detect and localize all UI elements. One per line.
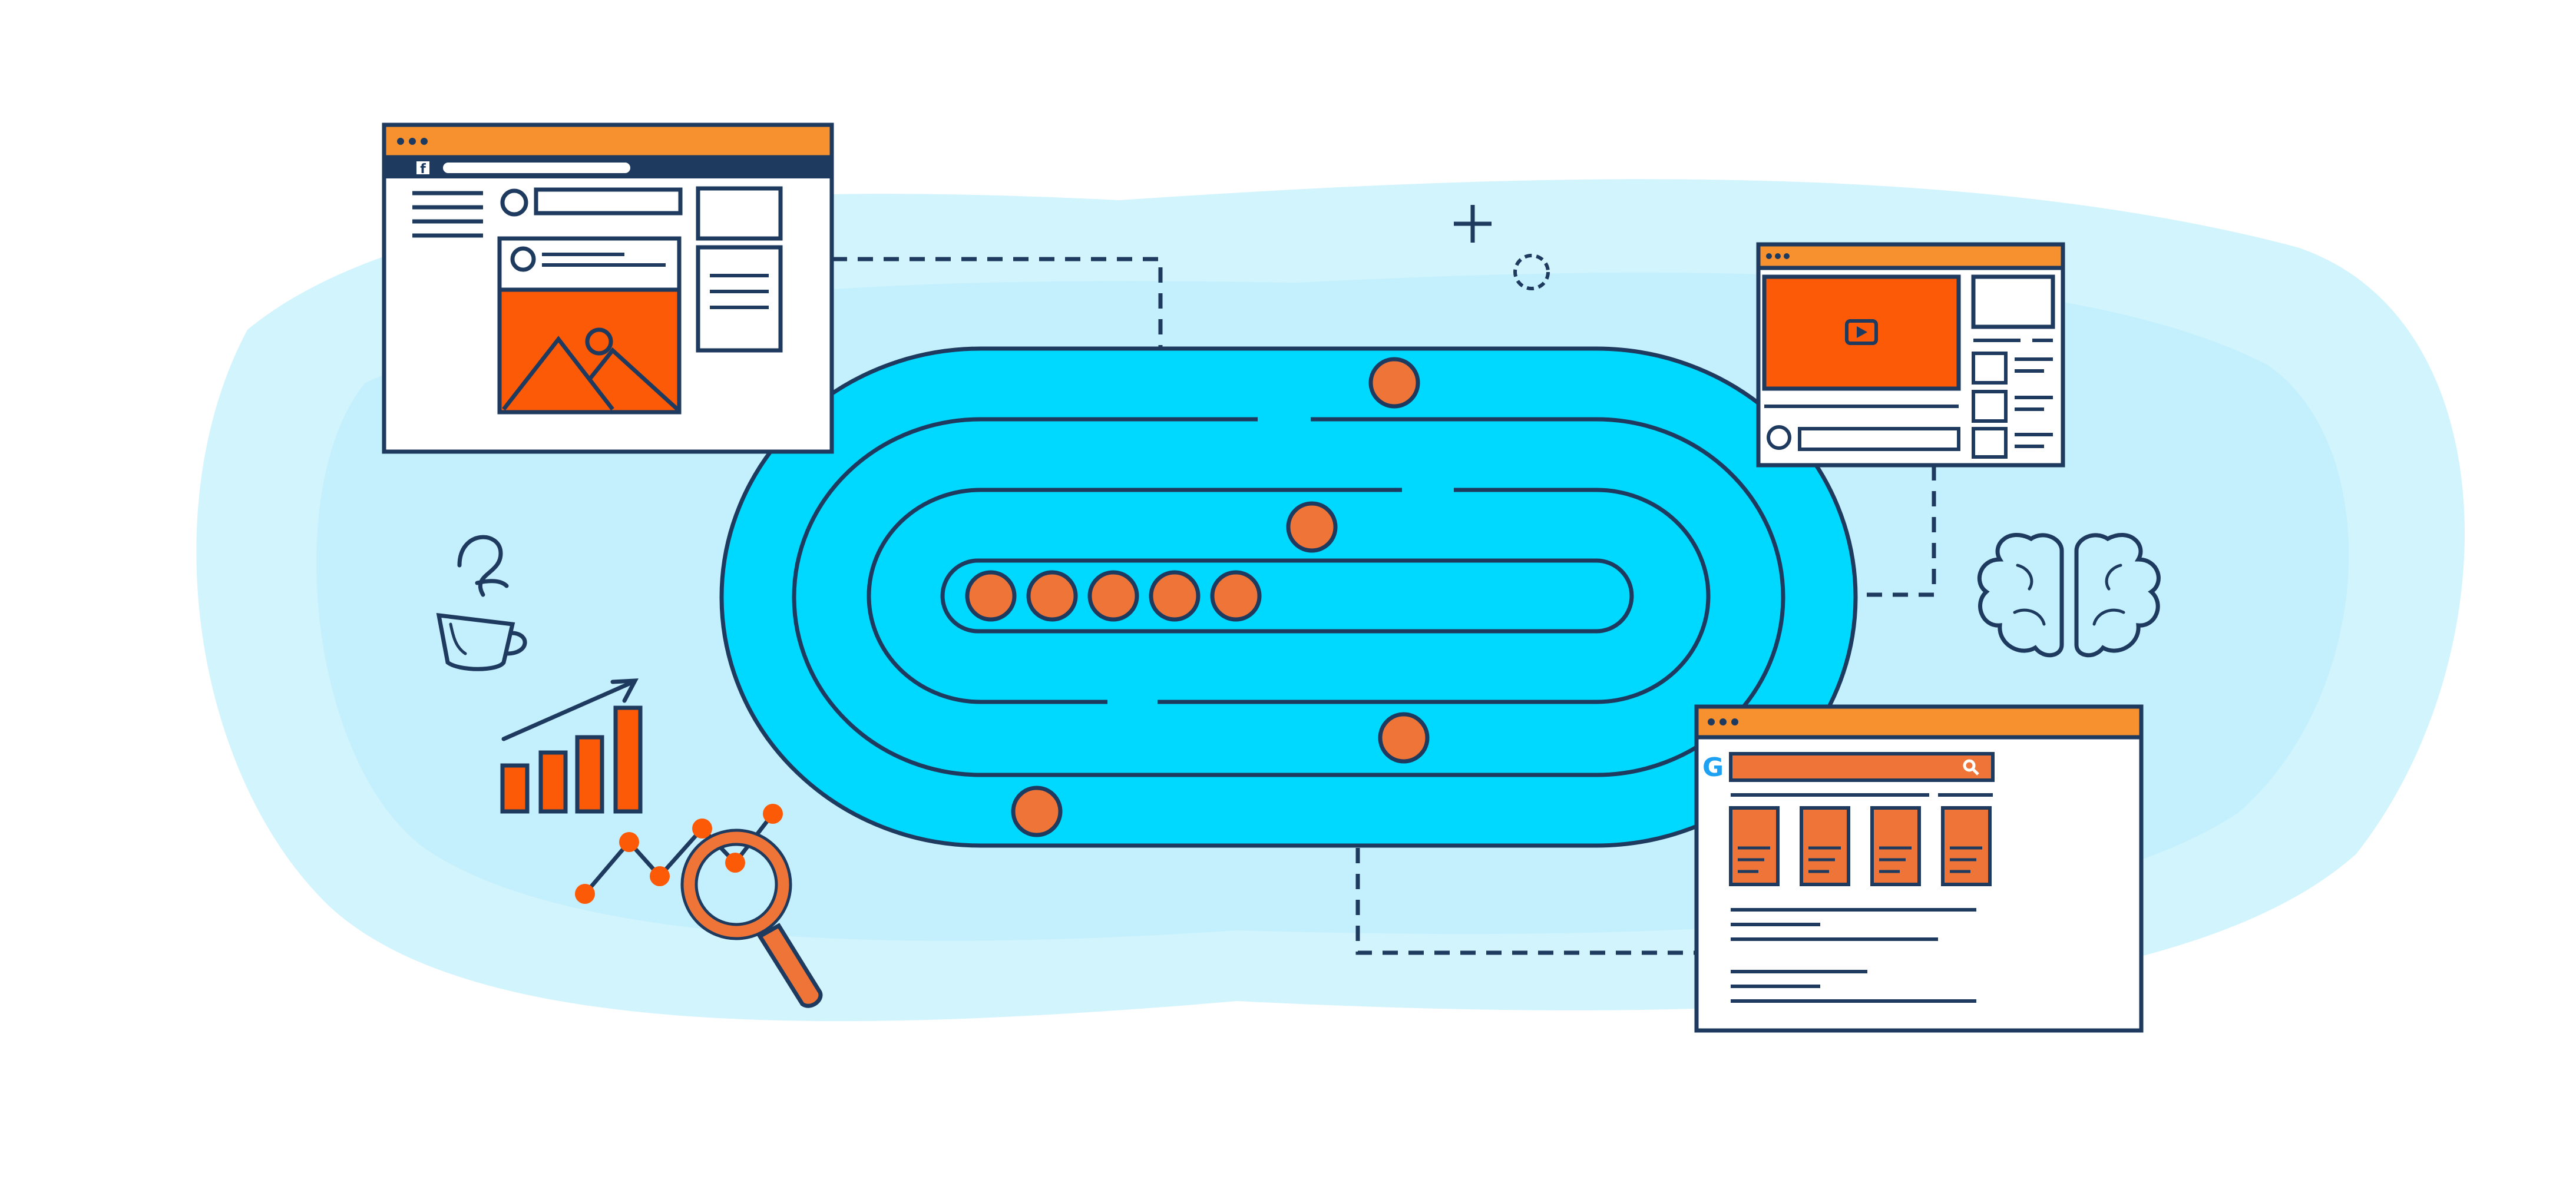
ball xyxy=(1368,357,1420,409)
play-icon xyxy=(1857,326,1867,338)
facebook-icon: f xyxy=(420,162,426,177)
search-icon xyxy=(1963,759,1979,776)
ball xyxy=(1087,570,1139,622)
lane-1-left xyxy=(792,417,1785,777)
lane-2 xyxy=(867,488,1711,704)
ball xyxy=(1026,570,1078,622)
ball xyxy=(1149,570,1201,622)
video-window xyxy=(1756,242,2065,468)
bar-chart-icon xyxy=(500,678,643,814)
ball xyxy=(1011,786,1063,837)
search-results-window: G xyxy=(1694,704,2144,1033)
balls xyxy=(965,357,1430,837)
magnifier-icon xyxy=(575,804,823,1008)
dashed-circle-icon xyxy=(1513,254,1550,290)
coffee-cup-icon xyxy=(436,535,527,671)
social-media-window: f xyxy=(382,122,834,454)
racetrack-maze xyxy=(719,346,1858,848)
brain-icon xyxy=(1977,533,2161,658)
ball xyxy=(1210,570,1262,622)
dashed-connectors xyxy=(832,257,1936,955)
ball xyxy=(1378,712,1430,764)
google-icon: G xyxy=(1702,753,1724,783)
ball xyxy=(965,570,1017,622)
ball xyxy=(1286,501,1338,553)
plus-icon xyxy=(1454,205,1492,243)
